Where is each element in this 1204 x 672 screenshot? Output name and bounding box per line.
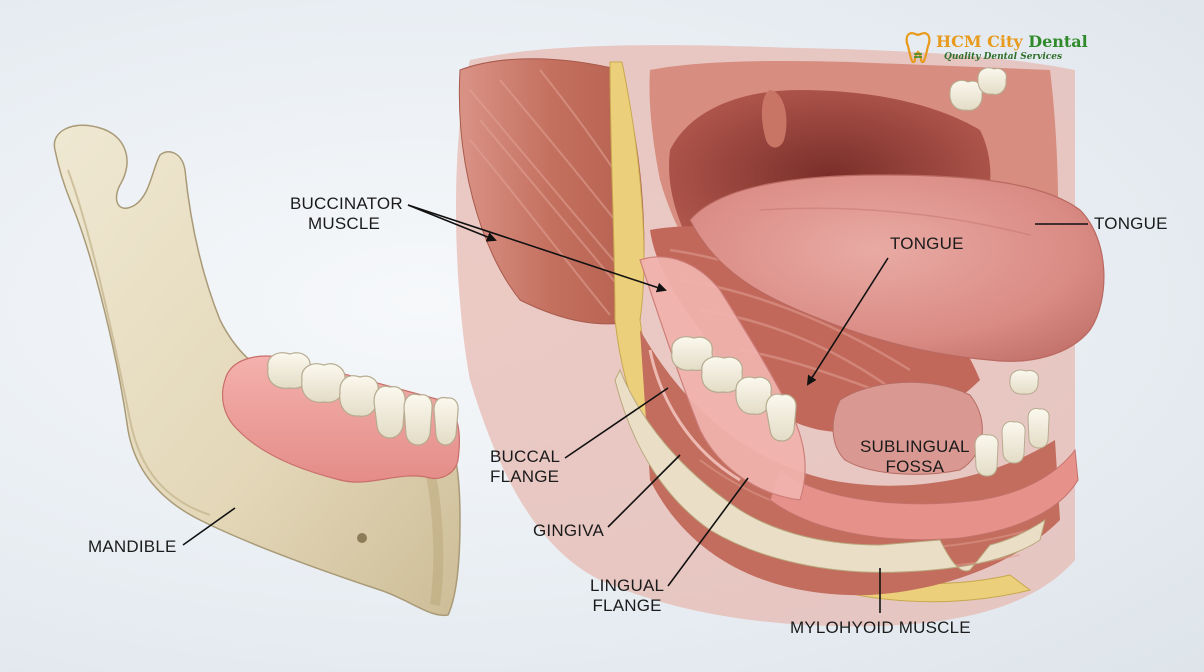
label-mylohyoid-text: MYLOHYOID MUSCLE <box>790 618 971 637</box>
label-buccal-line2: FLANGE <box>490 467 560 486</box>
buccal-flange-line <box>564 387 669 459</box>
label-tongue-right-text: TONGUE <box>1094 214 1168 233</box>
mandible-line <box>182 507 236 546</box>
label-lingual-flange: LINGUAL FLANGE <box>590 576 664 616</box>
logo-brand-part2: Dental <box>1028 32 1088 51</box>
logo-tagline: Quality Dental Services <box>944 52 1063 62</box>
label-mandible-text: MANDIBLE <box>88 537 177 556</box>
label-buccinator-line2: MUSCLE <box>308 214 381 233</box>
label-lingual-line1: LINGUAL <box>590 576 665 595</box>
label-gingiva-text: GINGIVA <box>533 521 604 540</box>
label-lingual-line2: FLANGE <box>592 596 662 615</box>
gingiva-line <box>607 454 681 528</box>
label-sublingual-fossa: SUBLINGUAL FOSSA <box>860 437 970 477</box>
label-mylohyoid-muscle: MYLOHYOID MUSCLE <box>790 618 971 638</box>
leader-lines <box>182 204 1088 613</box>
buccinator-arrow-1 <box>407 204 497 242</box>
label-sublingual-line1: SUBLINGUAL <box>860 437 970 456</box>
label-buccal-flange: BUCCAL FLANGE <box>490 447 560 487</box>
brand-logo: HCM City Dental Quality Dental Services <box>900 30 1088 70</box>
tongue-center-arrow <box>806 257 889 386</box>
logo-brand-part1: HCM City <box>936 32 1023 51</box>
label-tongue-right: TONGUE <box>1094 214 1168 234</box>
label-tongue-center-text: TONGUE <box>890 234 964 253</box>
label-buccinator-muscle: BUCCINATOR MUSCLE <box>290 194 403 234</box>
label-sublingual-line2: FOSSA <box>885 457 945 476</box>
oral-cross-section <box>456 45 1105 627</box>
label-mandible: MANDIBLE <box>88 537 177 557</box>
label-buccal-line1: BUCCAL <box>490 447 561 466</box>
buccinator-arrow-2 <box>407 204 667 293</box>
label-tongue-center: TONGUE <box>890 234 964 254</box>
lingual-flange-line <box>667 477 749 587</box>
logo-brand-name: HCM City Dental <box>936 32 1088 51</box>
label-buccinator-line1: BUCCINATOR <box>290 194 403 213</box>
mandible-bone <box>53 124 461 617</box>
label-gingiva: GINGIVA <box>533 521 604 541</box>
tooth-icon <box>905 32 931 64</box>
